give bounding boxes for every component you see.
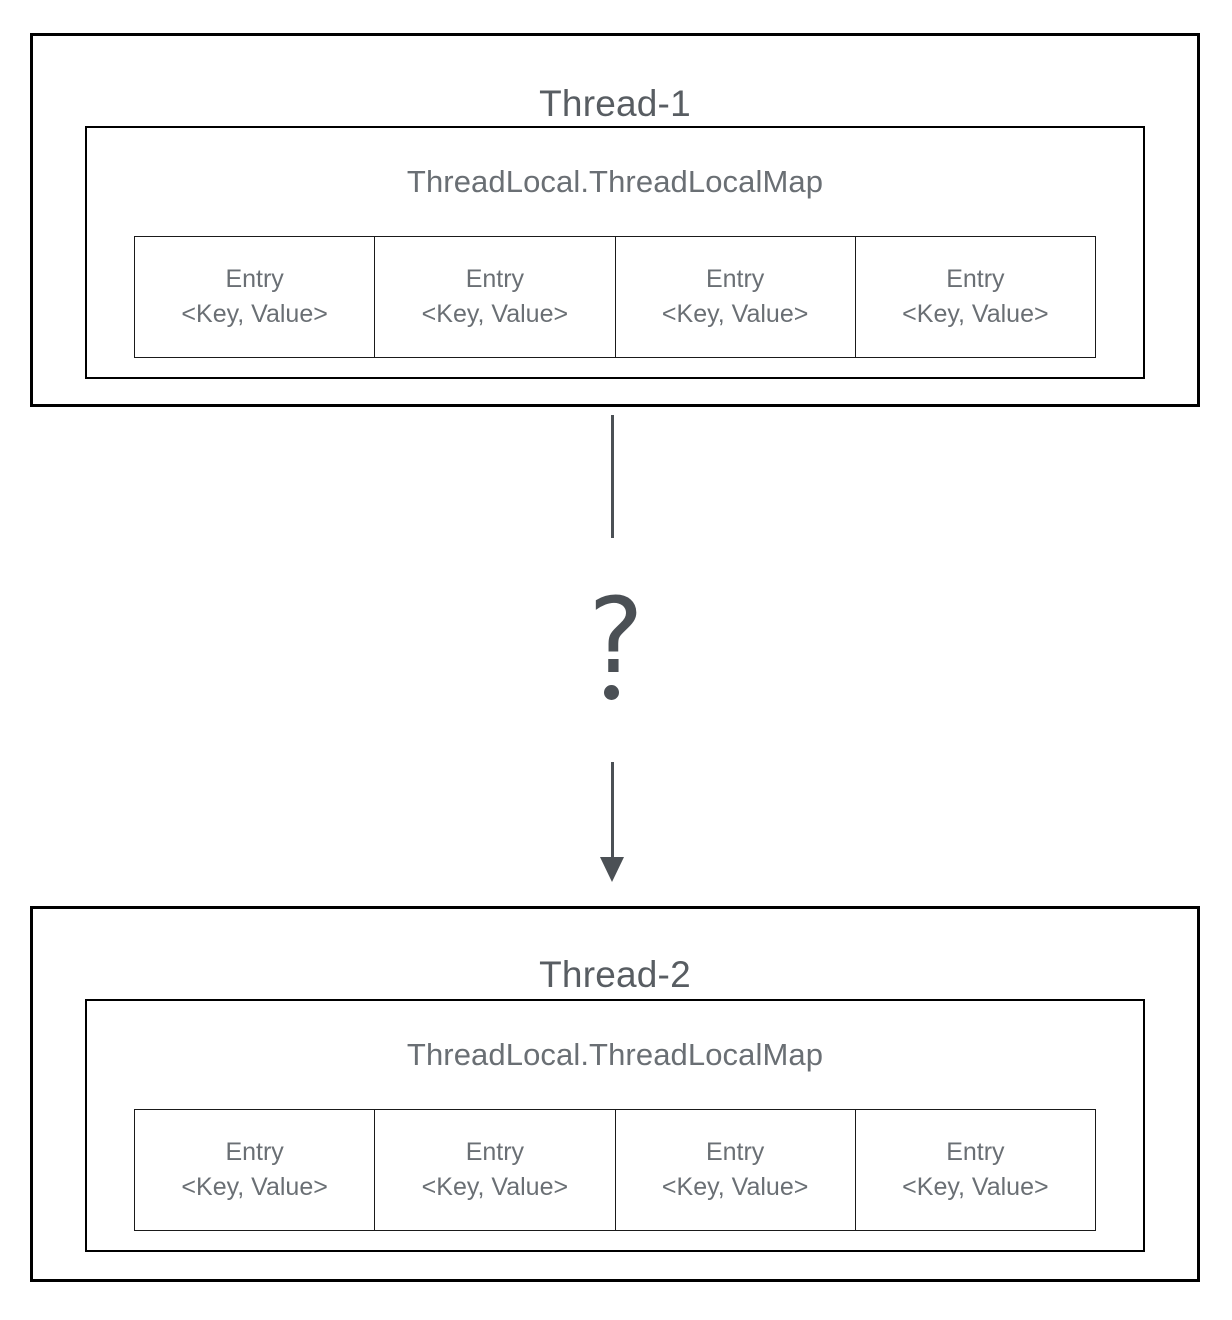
entry-label: Entry [465, 1137, 525, 1166]
thread-1-container: Thread-1 ThreadLocal.ThreadLocalMap Entr… [30, 33, 1200, 407]
entry-keyvalue: <Key, Value> [902, 1173, 1049, 1201]
entry-keyvalue: <Key, Value> [661, 1173, 809, 1201]
thread-2-container: Thread-2 ThreadLocal.ThreadLocalMap Entr… [30, 906, 1200, 1282]
question-mark-dot-icon [604, 685, 619, 700]
thread-1-threadlocalmap-title: ThreadLocal.ThreadLocalMap [406, 164, 824, 199]
entry-keyvalue: <Key, Value> [421, 300, 569, 328]
arrow-head-icon [600, 857, 624, 882]
entry-label: Entry [705, 264, 765, 293]
entry-keyvalue: <Key, Value> [661, 300, 809, 328]
thread-1-entry-2: Entry <Key, Value> [615, 237, 856, 357]
entry-keyvalue: <Key, Value> [181, 300, 328, 328]
thread-1-entry-0: Entry <Key, Value> [135, 237, 376, 357]
entry-label: Entry [946, 264, 1005, 293]
entry-label: Entry [705, 1137, 765, 1166]
thread-1-entry-row: Entry <Key, Value> Entry <Key, Value> En… [134, 236, 1096, 358]
entry-keyvalue: <Key, Value> [902, 300, 1049, 328]
thread-1-threadlocalmap-container: ThreadLocal.ThreadLocalMap Entry <Key, V… [85, 126, 1145, 379]
question-mark-icon: ? [588, 584, 644, 674]
connector-line-bottom [611, 762, 614, 862]
thread-1-entry-1: Entry <Key, Value> [375, 237, 616, 357]
thread-2-threadlocalmap-title: ThreadLocal.ThreadLocalMap [406, 1037, 824, 1072]
thread-2-entry-0: Entry <Key, Value> [135, 1110, 376, 1230]
thread-2-entry-3: Entry <Key, Value> [855, 1110, 1095, 1230]
entry-label: Entry [465, 264, 525, 293]
thread-2-title: Thread-2 [539, 954, 691, 995]
thread-1-title: Thread-1 [539, 83, 691, 124]
thread-2-threadlocalmap-container: ThreadLocal.ThreadLocalMap Entry <Key, V… [85, 999, 1145, 1252]
entry-keyvalue: <Key, Value> [181, 1173, 328, 1201]
entry-label: Entry [946, 1137, 1005, 1166]
thread-1-entry-3: Entry <Key, Value> [855, 237, 1095, 357]
entry-label: Entry [225, 264, 284, 293]
thread-2-entry-1: Entry <Key, Value> [375, 1110, 616, 1230]
thread-2-entry-row: Entry <Key, Value> Entry <Key, Value> En… [134, 1109, 1096, 1231]
connector-line-top [611, 415, 614, 538]
entry-label: Entry [225, 1137, 284, 1166]
entry-keyvalue: <Key, Value> [421, 1173, 569, 1201]
thread-2-entry-2: Entry <Key, Value> [615, 1110, 856, 1230]
